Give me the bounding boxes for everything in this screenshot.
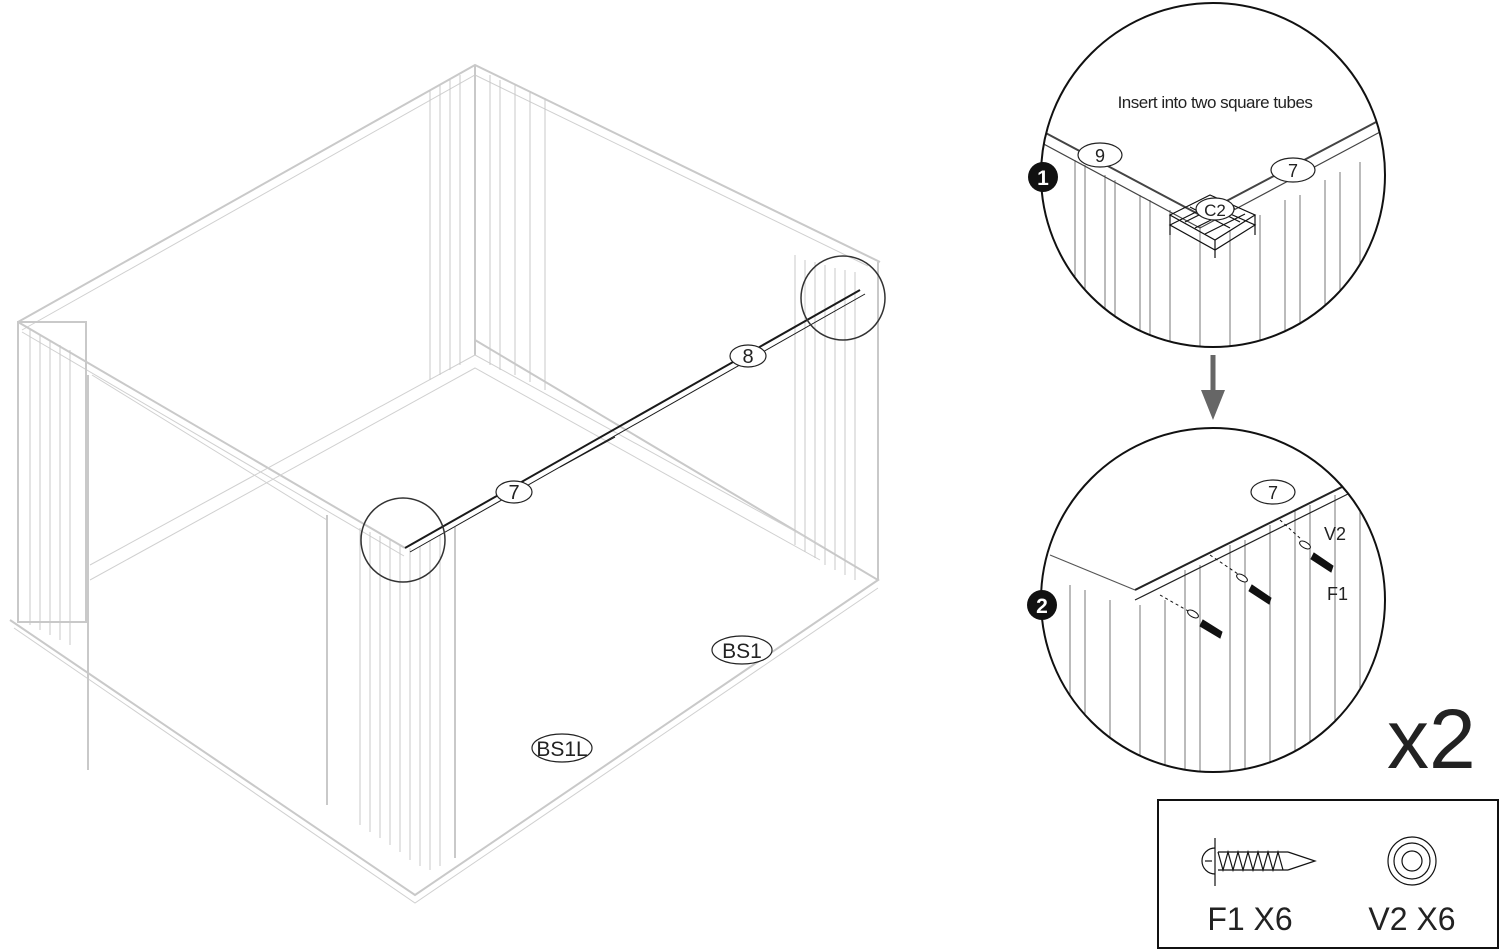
svg-text:8: 8 — [742, 346, 753, 368]
step2-detail: 7 V2 F1 2 — [1027, 427, 1386, 773]
screw-icon — [1201, 838, 1317, 886]
step2-badge: 2 — [1027, 590, 1057, 620]
callout-7-step2: 7 — [1250, 479, 1296, 505]
callout-7-step1: 7 — [1270, 157, 1316, 183]
shed-frame-illustration: 8 7 BS1 BS1L — [9, 63, 886, 904]
hardware-list-box: F1 X6 V2 X6 — [1157, 799, 1499, 949]
svg-text:7: 7 — [1268, 483, 1278, 503]
callout-7: 7 — [495, 480, 533, 504]
callout-bs1: BS1 — [711, 635, 773, 665]
back-wall-panels — [429, 75, 546, 390]
svg-text:BS1L: BS1L — [536, 738, 587, 761]
front-corner-panels — [326, 515, 456, 870]
roof-beam-7-8 — [404, 289, 866, 553]
callout-bs1l: BS1L — [531, 733, 593, 763]
step1-caption: Insert into two square tubes — [1118, 93, 1313, 112]
svg-text:7: 7 — [508, 482, 519, 504]
left-wall-panels — [17, 321, 87, 645]
detail-circle-back — [800, 255, 886, 341]
step1-badge: 1 — [1028, 162, 1058, 192]
down-arrow-icon — [1201, 355, 1225, 420]
washer-icon — [1387, 836, 1437, 886]
repeat-multiplier: x2 — [1387, 692, 1476, 786]
label-v2: V2 — [1324, 524, 1346, 544]
svg-text:9: 9 — [1095, 146, 1105, 166]
svg-text:C2: C2 — [1204, 201, 1226, 220]
svg-text:2: 2 — [1036, 595, 1048, 618]
callout-8: 8 — [729, 344, 767, 368]
washer-quantity-label: V2 X6 — [1368, 901, 1455, 937]
detail-circle-front — [360, 497, 446, 583]
right-wall-panels — [794, 255, 879, 580]
step1-detail: Insert into two square tubes 9 7 C2 1 — [1028, 2, 1386, 348]
screw-quantity-label: F1 X6 — [1207, 901, 1292, 937]
svg-text:1: 1 — [1037, 167, 1049, 190]
callout-9: 9 — [1077, 142, 1123, 168]
label-f1: F1 — [1327, 584, 1348, 604]
svg-text:BS1: BS1 — [722, 640, 762, 663]
svg-text:7: 7 — [1288, 161, 1298, 181]
callout-c2: C2 — [1195, 197, 1235, 221]
